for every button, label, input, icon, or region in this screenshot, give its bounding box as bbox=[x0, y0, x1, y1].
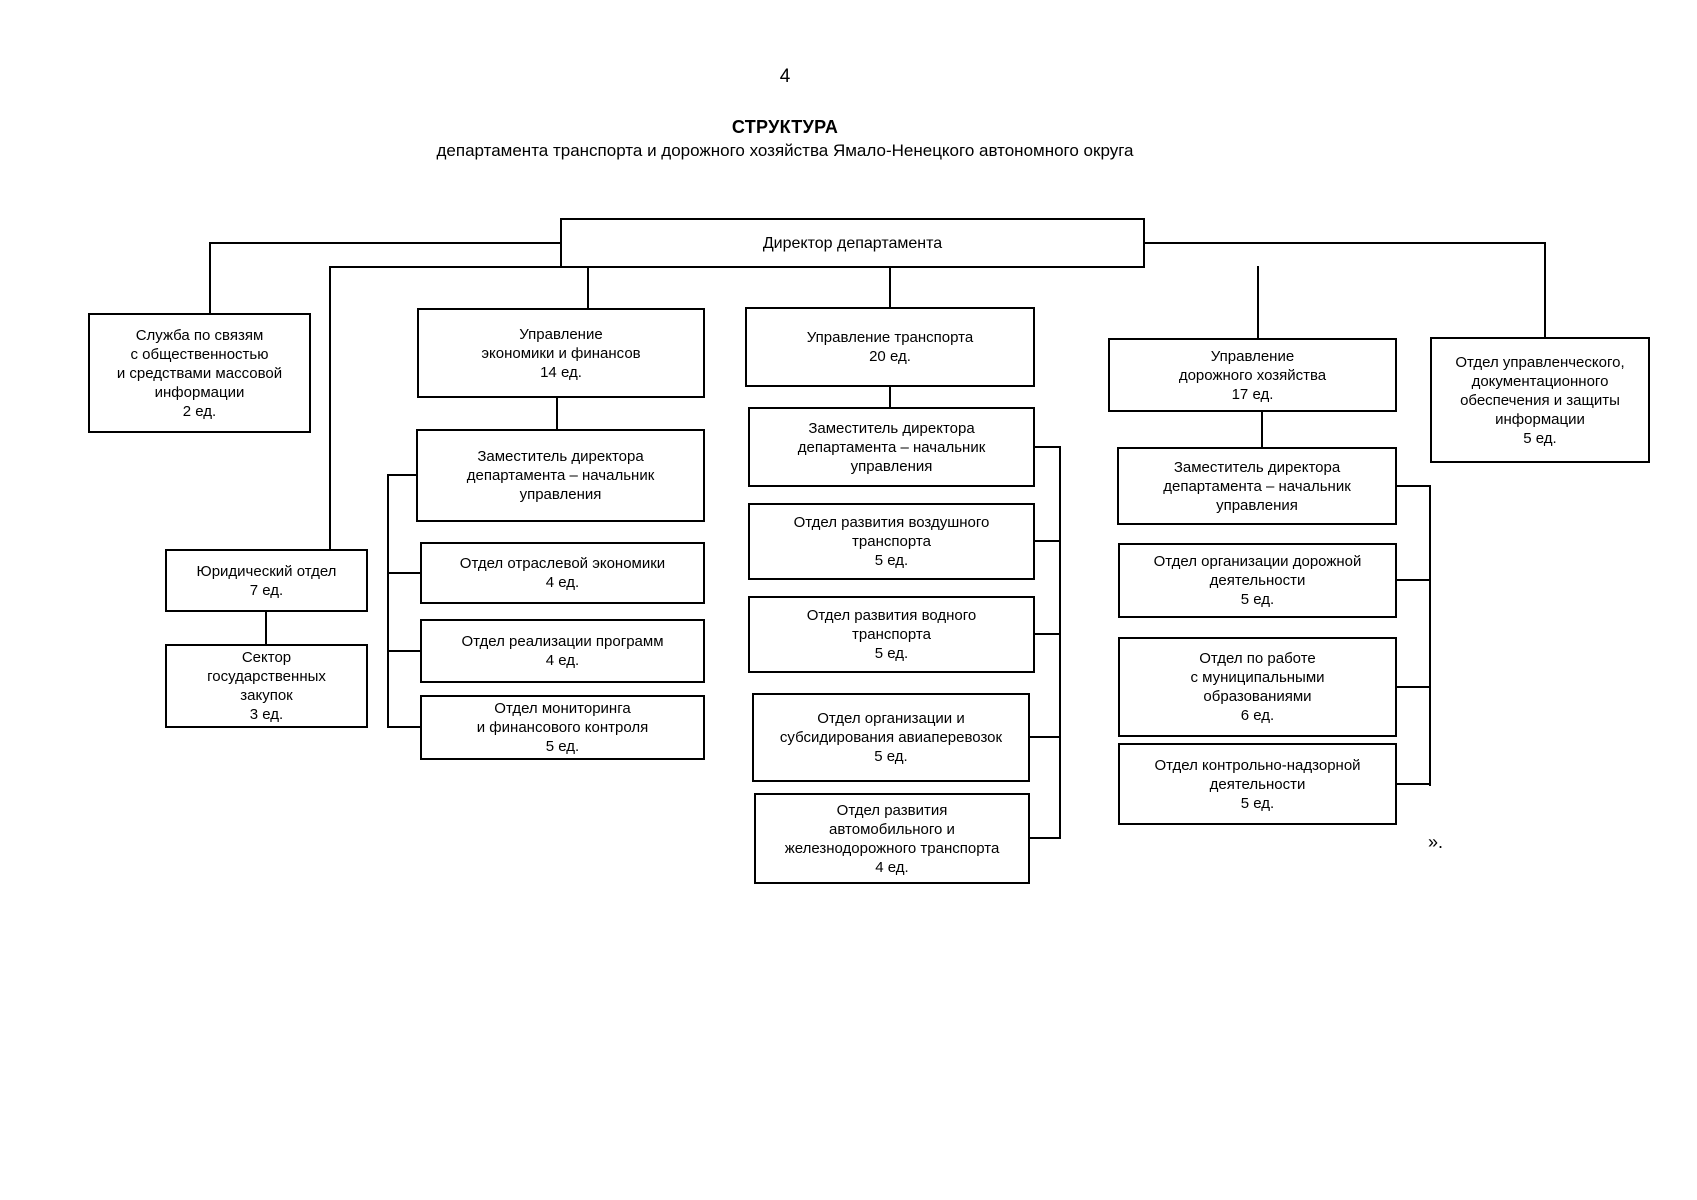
connector-econ-stub-programs bbox=[387, 650, 420, 652]
node-control-supervision: Отдел контрольно-надзорной деятельности … bbox=[1118, 743, 1397, 825]
chart-title: СТРУКТУРА bbox=[731, 117, 839, 137]
node-monitoring-control: Отдел мониторинга и финансового контроля… bbox=[420, 695, 705, 760]
connector-legal-drop bbox=[329, 266, 331, 549]
node-water-transport: Отдел развития водного транспорта 5 ед. bbox=[748, 596, 1035, 673]
connector-road-bus bbox=[1429, 485, 1431, 786]
page-number: 4 bbox=[779, 66, 791, 87]
connector-road-drop bbox=[1257, 266, 1259, 338]
node-program-implementation: Отдел реализации программ 4 ед. bbox=[420, 619, 705, 683]
connector-director-left bbox=[209, 242, 560, 244]
node-road-dept: Управление дорожного хозяйства 17 ед. bbox=[1108, 338, 1397, 412]
connector-econ-bus bbox=[387, 474, 389, 728]
connector-director-right bbox=[1143, 242, 1546, 244]
closing-quote-mark: ». bbox=[1428, 832, 1444, 852]
connector-econ-deputy bbox=[556, 398, 558, 429]
node-doc-office: Отдел управленческого, документационного… bbox=[1430, 337, 1650, 463]
node-road-organization: Отдел организации дорожной деятельности … bbox=[1118, 543, 1397, 618]
connector-director-bottom-left bbox=[329, 266, 560, 268]
node-aviation-subsidies: Отдел организации и субсидирования авиап… bbox=[752, 693, 1030, 782]
connector-econ-stub-deputy bbox=[387, 474, 416, 476]
connector-road-stub-org bbox=[1397, 579, 1431, 581]
node-legal-dept: Юридический отдел 7 ед. bbox=[165, 549, 368, 612]
node-air-transport: Отдел развития воздушного транспорта 5 е… bbox=[748, 503, 1035, 580]
node-procurement-sector: Сектор государственных закупок 3 ед. bbox=[165, 644, 368, 728]
node-road-deputy: Заместитель директора департамента – нач… bbox=[1117, 447, 1397, 525]
connector-tr-stub-aviation bbox=[1030, 736, 1061, 738]
node-municipal-relations: Отдел по работе с муниципальными образов… bbox=[1118, 637, 1397, 737]
connector-econ-stub-monitoring bbox=[387, 726, 420, 728]
connector-docoffice-drop bbox=[1544, 242, 1546, 337]
node-industry-economics: Отдел отраслевой экономики 4 ед. bbox=[420, 542, 705, 604]
connector-road-stub-deputy bbox=[1397, 485, 1431, 487]
connector-transport-bus bbox=[1059, 446, 1061, 839]
connector-tr-stub-air bbox=[1035, 540, 1061, 542]
node-auto-rail-transport: Отдел развития автомобильного и железнод… bbox=[754, 793, 1030, 884]
connector-prservice-drop bbox=[209, 242, 211, 313]
connector-road-stub-control bbox=[1397, 783, 1431, 785]
node-pr-service: Служба по связям с общественностью и сре… bbox=[88, 313, 311, 433]
connector-tr-stub-autorail bbox=[1030, 837, 1061, 839]
connector-transport-drop bbox=[889, 266, 891, 307]
node-transport-deputy: Заместитель директора департамента – нач… bbox=[748, 407, 1035, 487]
connector-tr-stub-water bbox=[1035, 633, 1061, 635]
connector-road-stub-municipal bbox=[1397, 686, 1431, 688]
connector-road-deputy bbox=[1261, 412, 1263, 447]
connector-transport-deputy bbox=[889, 387, 891, 407]
connector-econ-stub-industry bbox=[387, 572, 420, 574]
connector-legal-procurement bbox=[265, 612, 267, 644]
connector-tr-stub-deputy bbox=[1035, 446, 1061, 448]
node-econ-deputy: Заместитель директора департамента – нач… bbox=[416, 429, 705, 522]
node-econ-finance-dept: Управление экономики и финансов 14 ед. bbox=[417, 308, 705, 398]
node-director: Директор департамента bbox=[560, 218, 1145, 268]
node-transport-dept: Управление транспорта 20 ед. bbox=[745, 307, 1035, 387]
chart-subtitle: департамента транспорта и дорожного хозя… bbox=[436, 141, 1134, 160]
connector-econ-drop bbox=[587, 266, 589, 308]
